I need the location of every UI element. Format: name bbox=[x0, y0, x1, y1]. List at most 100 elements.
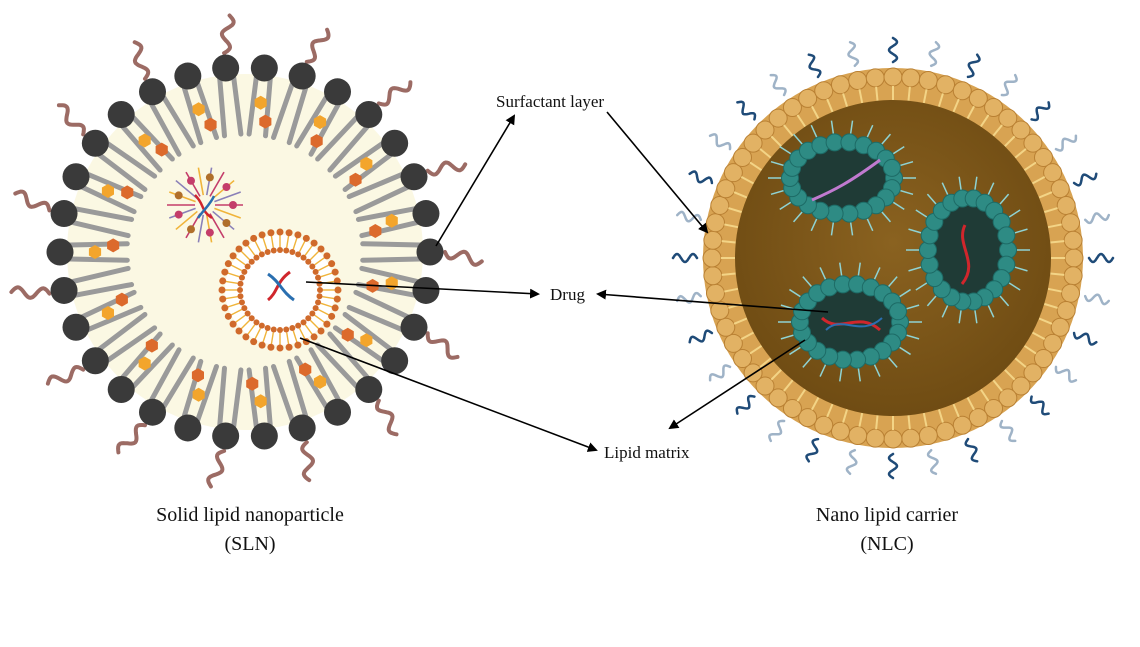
micelle-tail bbox=[169, 207, 196, 219]
nlc-peg-chain bbox=[999, 419, 1017, 443]
sln-head bbox=[400, 163, 428, 191]
nlc-peg-chain bbox=[928, 40, 941, 68]
sln-head bbox=[381, 129, 409, 157]
nlc-surfactant-head bbox=[733, 349, 753, 369]
liposome-inner-head bbox=[237, 280, 244, 287]
sln-head bbox=[250, 422, 278, 450]
nlc-surfactant-tail bbox=[740, 176, 755, 185]
liposome-inner-head bbox=[241, 305, 248, 312]
nlc-peg-chain bbox=[671, 252, 699, 264]
nlc-surfactant-tail bbox=[966, 105, 975, 120]
nlc-peg-chain bbox=[675, 210, 703, 223]
nlc-surfactant-tail bbox=[875, 415, 879, 430]
nlc-peg-chain bbox=[1054, 365, 1078, 383]
sln-tail bbox=[67, 256, 130, 263]
label-lipid-matrix: Lipid matrix bbox=[604, 443, 690, 462]
liposome-inner-head bbox=[309, 310, 316, 317]
sln-drug-hexagon bbox=[360, 333, 373, 348]
micelle-dna-strand bbox=[196, 195, 216, 219]
sln-tail bbox=[332, 141, 385, 179]
nlc-surfactant-tail bbox=[1050, 272, 1065, 276]
sln-tail bbox=[231, 367, 244, 430]
sln-head bbox=[174, 414, 202, 442]
nlc-droplet-core bbox=[790, 142, 894, 214]
nlc-surfactant-tail bbox=[1047, 223, 1062, 229]
sln-peg-chain bbox=[376, 80, 413, 107]
sln-tail bbox=[353, 289, 411, 320]
nlc-surfactant-tail bbox=[733, 317, 748, 325]
liposome-tail bbox=[254, 327, 262, 340]
nlc-surfactant-tail bbox=[952, 98, 960, 113]
liposome-tail bbox=[286, 332, 290, 345]
nlc-surfactant-tail bbox=[907, 415, 911, 430]
nlc-surfactant-head bbox=[984, 398, 1004, 418]
arrow-lipid-matrix-from-sln bbox=[299, 337, 598, 452]
nlc-surfactant-tail bbox=[811, 396, 820, 411]
nlc-oil-droplet bbox=[768, 120, 916, 236]
nlc-surfactant-head bbox=[723, 163, 743, 183]
nlc-surfactant-head bbox=[702, 248, 722, 268]
nlc-surfactant-head bbox=[1033, 147, 1053, 167]
liposome-outer-head bbox=[224, 260, 232, 268]
micelle-tail bbox=[175, 210, 198, 231]
nlc-surfactant-head bbox=[743, 133, 763, 153]
micelle-tail bbox=[169, 191, 196, 203]
sln-drug-hexagon bbox=[88, 245, 102, 259]
nlc-peg-chain bbox=[708, 364, 732, 382]
nlc-surfactant-head bbox=[1011, 120, 1031, 140]
nlc-peg-chain bbox=[1030, 101, 1051, 122]
nlc-surfactant-head bbox=[848, 426, 868, 446]
nlc-surfactant-tail bbox=[733, 191, 748, 199]
sln-tail bbox=[161, 355, 196, 410]
liposome-inner-head bbox=[315, 274, 322, 281]
liposome-outer-head bbox=[219, 295, 227, 303]
caption-nlc-name: Nano lipid carrier bbox=[816, 504, 958, 526]
liposome-tail bbox=[227, 302, 240, 308]
nlc-peg-chain bbox=[887, 452, 899, 480]
nlc-surfactant-head bbox=[1056, 195, 1076, 215]
liposome-inner-head bbox=[317, 287, 323, 293]
liposome-inner-head bbox=[312, 268, 319, 275]
sln-drug-hexagon bbox=[145, 338, 158, 353]
nlc-surfactant-head bbox=[1011, 376, 1031, 396]
liposome-tail bbox=[292, 237, 298, 250]
liposome-inner-head bbox=[300, 319, 307, 326]
sln-drug-hexagon bbox=[341, 327, 354, 342]
sln-head bbox=[212, 54, 240, 82]
micelle-head bbox=[222, 218, 231, 227]
sln-tail bbox=[149, 101, 182, 157]
liposome-tail bbox=[314, 257, 325, 266]
liposome-outer-head bbox=[221, 304, 229, 312]
liposome-tail bbox=[304, 324, 313, 335]
liposome-outer-head bbox=[224, 312, 232, 320]
liposome-outer-head bbox=[323, 252, 331, 260]
liposome-inner-head bbox=[238, 274, 245, 281]
nlc-surfactant-tail bbox=[811, 105, 820, 120]
sln-head bbox=[355, 375, 383, 403]
micelle-head bbox=[174, 191, 183, 200]
liposome-outer-head bbox=[317, 327, 325, 335]
liposome-tail bbox=[309, 250, 320, 261]
liposome-inner-head bbox=[283, 326, 290, 333]
liposome-outer-head bbox=[334, 286, 342, 294]
nlc-droplet-drug bbox=[960, 224, 971, 285]
nlc-surfactant-head bbox=[952, 415, 972, 435]
sln-head bbox=[416, 238, 444, 266]
nlc-particle bbox=[671, 36, 1115, 480]
nlc-droplet-head bbox=[888, 302, 907, 321]
liposome-tail bbox=[262, 330, 268, 343]
sln-head bbox=[412, 200, 440, 228]
liposome-tail bbox=[286, 235, 290, 248]
sln-head bbox=[324, 78, 351, 106]
liposome-tail bbox=[292, 330, 298, 343]
nlc-surfactant-tail bbox=[749, 161, 763, 172]
micelle-head bbox=[205, 228, 214, 237]
nlc-surfactant-tail bbox=[858, 89, 864, 104]
liposome-tail bbox=[304, 245, 313, 256]
liposome-outer-head bbox=[285, 229, 293, 237]
nlc-surfactant-tail bbox=[770, 135, 782, 147]
nlc-surfactant-head bbox=[716, 317, 736, 337]
nlc-peg-chain bbox=[805, 437, 820, 463]
